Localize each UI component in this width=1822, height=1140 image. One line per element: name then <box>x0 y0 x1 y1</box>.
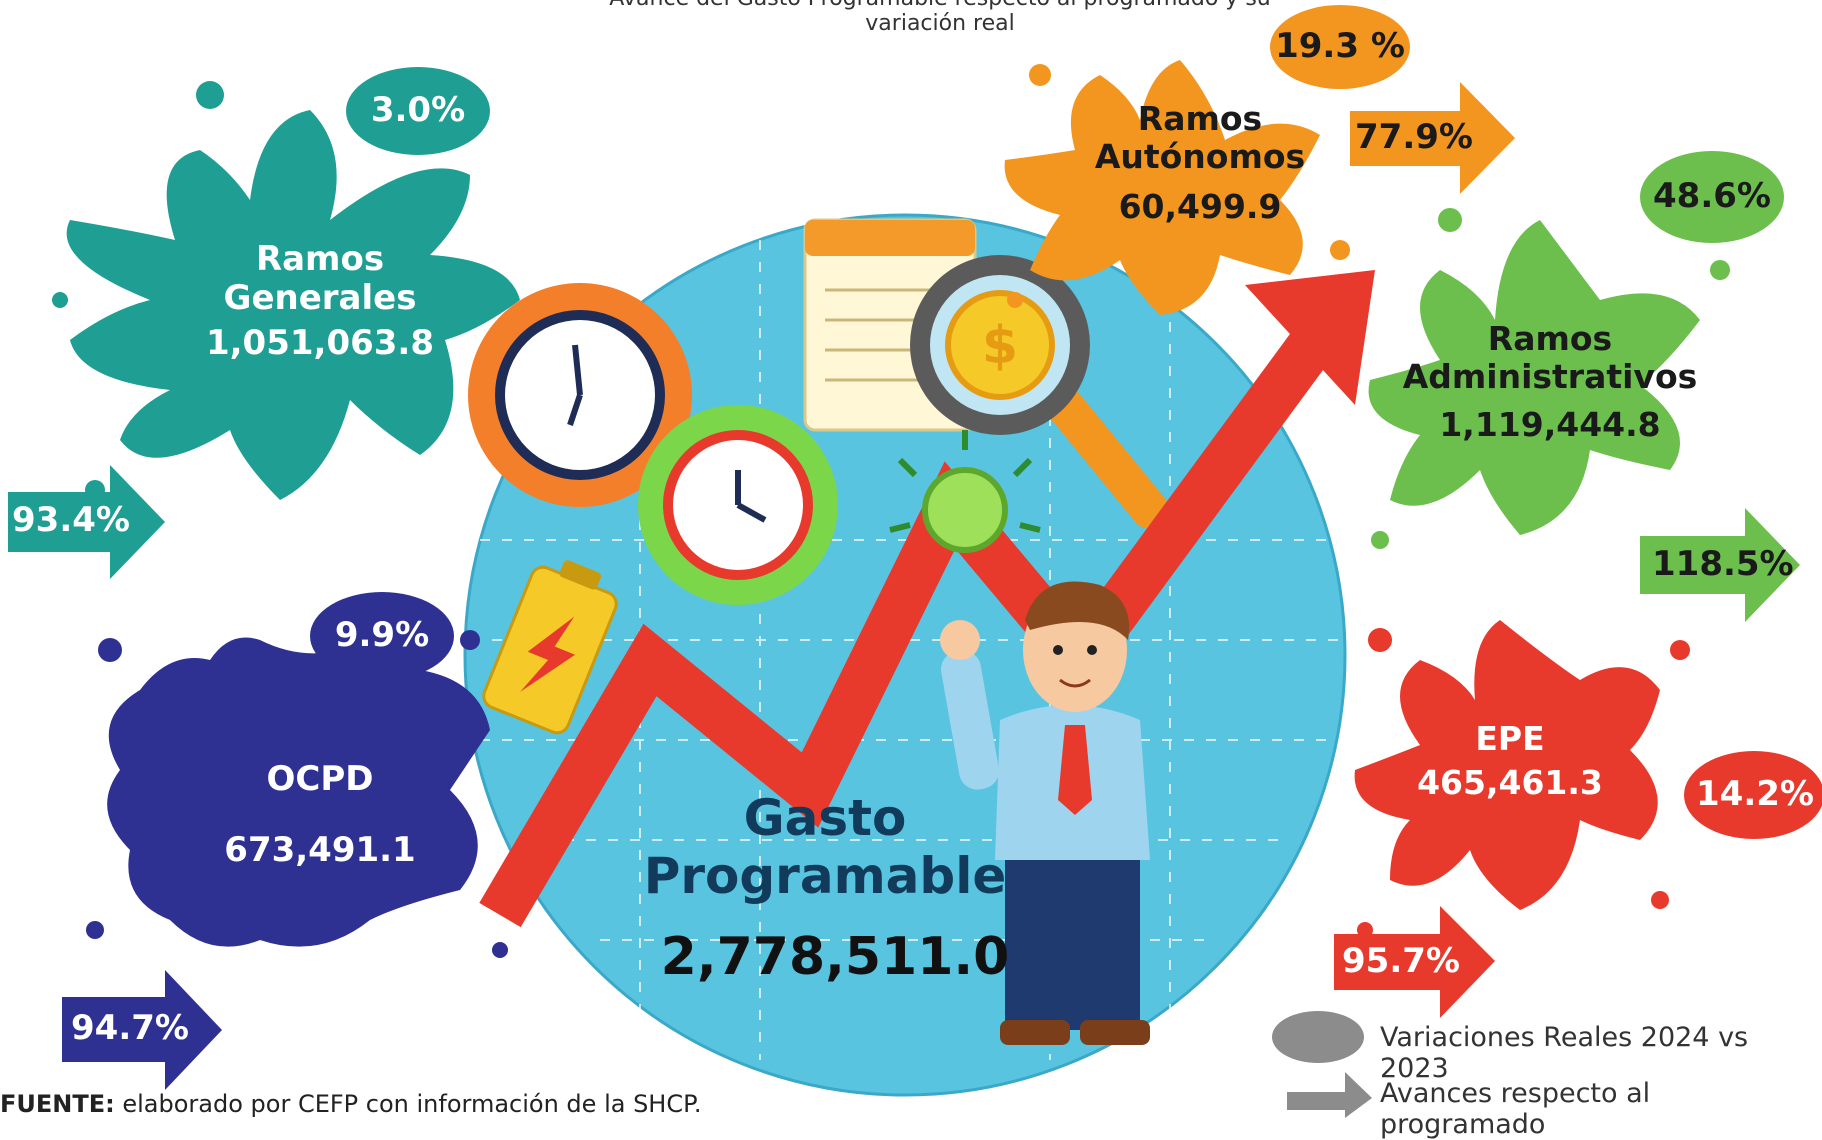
advance-arrow-epe <box>1334 906 1495 1018</box>
value: 465,461.3 <box>1417 762 1603 802</box>
man-illustration <box>940 581 1150 1045</box>
value: 1,051,063.8 <box>205 323 434 364</box>
title-line: Administrativos <box>1402 356 1698 396</box>
advance-arrow-ramos-autonomos <box>1350 82 1515 194</box>
title-line: Ramos <box>1487 319 1613 358</box>
blob-ramos-administrativos <box>1368 208 1730 549</box>
label-ramos-generales: Ramos Generales 1,051,063.8 <box>200 239 440 364</box>
title-line: Ramos <box>1137 99 1263 138</box>
magnifier-coin-icon: $ <box>910 255 1169 529</box>
title-line: OCPD <box>266 759 374 799</box>
top-caption: Avance del Gasto Programable respecto al… <box>609 0 1270 36</box>
legend-ellipse-icon <box>1272 1011 1364 1063</box>
variation-ramos-autonomos: 19.3 % <box>1275 26 1405 66</box>
variation-ocpd: 9.9% <box>334 615 430 655</box>
gear-clock-icon <box>468 283 692 507</box>
value: 1,119,444.8 <box>1439 404 1661 444</box>
advance-ramos-generales: 93.4% <box>12 500 130 540</box>
variation-ramos-administrativos: 48.6% <box>1653 176 1771 216</box>
blob-epe <box>1354 620 1690 938</box>
green-gear-clock-icon <box>638 405 838 605</box>
svg-text:$: $ <box>982 316 1018 376</box>
advance-ocpd: 94.7% <box>71 1008 189 1048</box>
variation-ramos-generales: 3.0% <box>370 90 466 130</box>
source-text: elaborado por CEFP con información de la… <box>114 1090 702 1118</box>
label-ramos-administrativos: Ramos Administrativos 1,119,444.8 <box>1400 320 1700 444</box>
center-line1: Gasto <box>743 789 907 847</box>
source-label: FUENTE: <box>0 1090 115 1118</box>
variation-ellipse-ocpd <box>310 592 454 680</box>
variation-epe: 14.2% <box>1696 774 1814 814</box>
title-line: Generales <box>223 278 417 319</box>
legend-arrow-icon <box>1287 1072 1372 1118</box>
advance-ramos-administrativos: 118.5% <box>1652 544 1794 584</box>
center-line2: Programable <box>643 846 1007 905</box>
battery-icon <box>482 560 618 735</box>
center-value: 2,778,511.0 <box>660 927 1010 987</box>
blob-ramos-autonomos <box>1004 60 1350 315</box>
label-ocpd: OCPD 673,491.1 <box>200 759 440 871</box>
variation-ellipse-ramos-autonomos <box>1270 5 1410 89</box>
advance-ramos-autonomos: 77.9% <box>1355 117 1473 157</box>
advance-epe: 95.7% <box>1342 941 1460 981</box>
center-label: Gasto Programable <box>640 789 1010 905</box>
source-note: FUENTE: elaborado por CEFP con informaci… <box>0 1090 701 1118</box>
title-line: Autónomos <box>1094 136 1306 176</box>
legend-variation-label: Variaciones Reales 2024 vs 2023 <box>1380 1022 1749 1084</box>
label-ramos-autonomos: Ramos Autónomos 60,499.9 <box>1080 100 1320 226</box>
variation-ellipse-epe <box>1684 751 1822 839</box>
blob-ocpd <box>86 630 508 958</box>
legend-advance-label: Avances respecto al programado <box>1380 1078 1651 1140</box>
central-illustration: $ <box>463 213 1375 1097</box>
title-line: EPE <box>1475 719 1545 758</box>
advance-arrow-ocpd <box>62 970 222 1090</box>
label-epe: EPE 465,461.3 <box>1400 720 1620 802</box>
title-line: Ramos <box>255 239 385 279</box>
value: 673,491.1 <box>224 830 416 871</box>
advance-arrow-ramos-administrativos <box>1640 508 1800 622</box>
advance-arrow-ramos-generales <box>8 465 165 579</box>
variation-ellipse-ramos-generales <box>346 67 490 155</box>
idea-bulb-icon <box>889 430 1041 553</box>
value: 60,499.9 <box>1118 186 1282 226</box>
variation-ellipse-ramos-administrativos <box>1640 151 1784 243</box>
